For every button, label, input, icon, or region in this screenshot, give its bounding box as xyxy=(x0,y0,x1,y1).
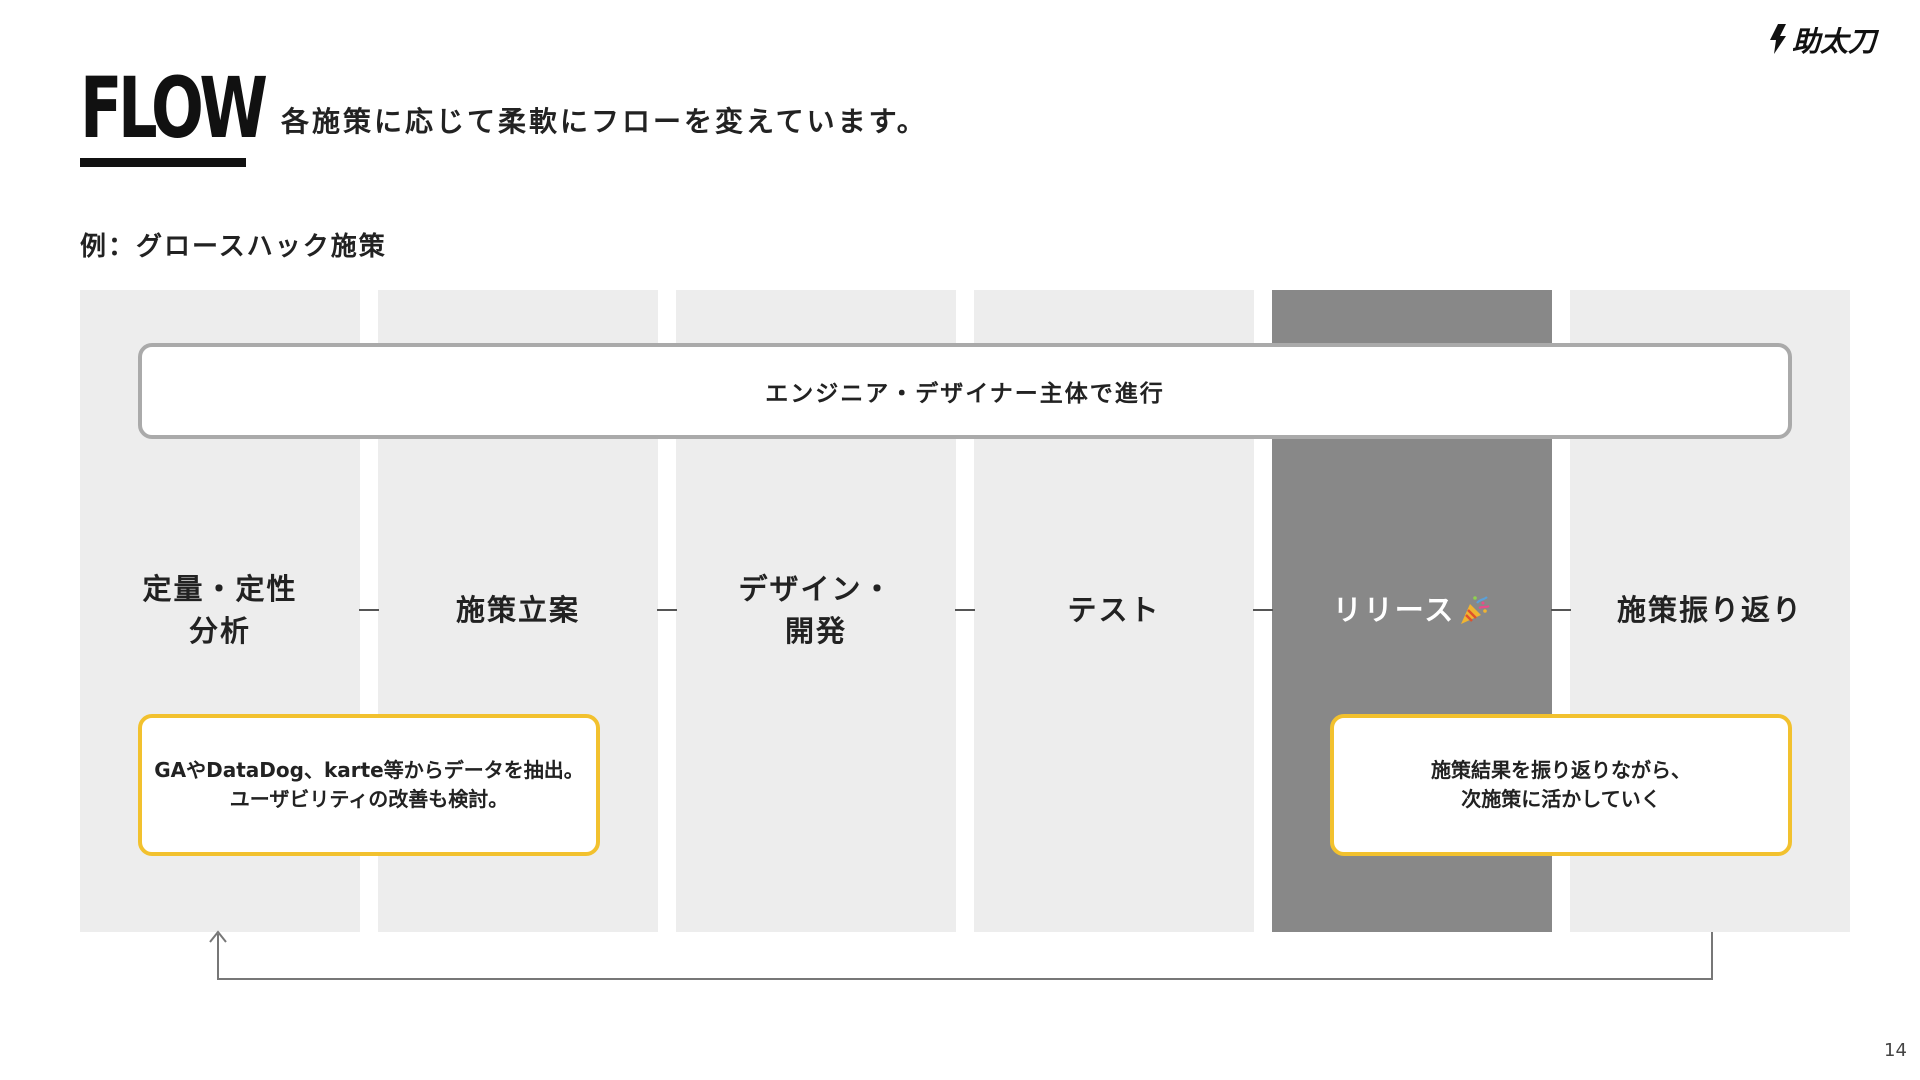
page-number: 14 xyxy=(1884,1040,1907,1061)
owner-banner: エンジニア・デザイナー主体で進行 xyxy=(138,343,1792,439)
stage-connector xyxy=(359,609,379,611)
page-subtitle: 各施策に応じて柔軟にフローを変えています。 xyxy=(281,105,928,138)
brand-logo: 助太刀 xyxy=(1770,24,1880,56)
analysis-note-line-2: ユーザビリティの改善も検討。 xyxy=(229,787,509,811)
example-label: 例：グロースハック施策 xyxy=(80,232,387,262)
stage-connector xyxy=(657,609,677,611)
analysis-note-box: GAやDataDog、karte等からデータを抽出。 ユーザビリティの改善も検討… xyxy=(138,714,600,856)
stage-connector xyxy=(1253,609,1273,611)
stage-connector xyxy=(1551,609,1571,611)
stage-label-release-text: リリース xyxy=(1332,593,1456,627)
stage-label-design-dev: デザイン・ 開発 xyxy=(738,572,894,648)
stage-label-planning: 施策立案 xyxy=(455,593,580,627)
stage-label-analysis: 定量・定性 分析 xyxy=(142,572,298,648)
review-note-line-2: 次施策に活かしていく xyxy=(1461,787,1661,811)
title-underline xyxy=(80,158,246,167)
stage-label-release: リリース xyxy=(1272,560,1552,660)
stage-connector xyxy=(955,609,975,611)
analysis-note-line-1: GAやDataDog、karte等からデータを抽出。 xyxy=(154,758,584,782)
stage-label-review: 施策振り返り xyxy=(1616,593,1803,627)
page-title: FLOW xyxy=(80,59,268,157)
svg-text:助太刀: 助太刀 xyxy=(1792,25,1880,56)
review-note-box: 施策結果を振り返りながら、 次施策に活かしていく xyxy=(1330,714,1792,856)
party-popper-icon xyxy=(1461,596,1490,624)
stage-label-test: テスト xyxy=(1067,593,1161,627)
review-note-line-1: 施策結果を振り返りながら、 xyxy=(1431,758,1691,782)
owner-banner-text: エンジニア・デザイナー主体で進行 xyxy=(765,381,1165,407)
